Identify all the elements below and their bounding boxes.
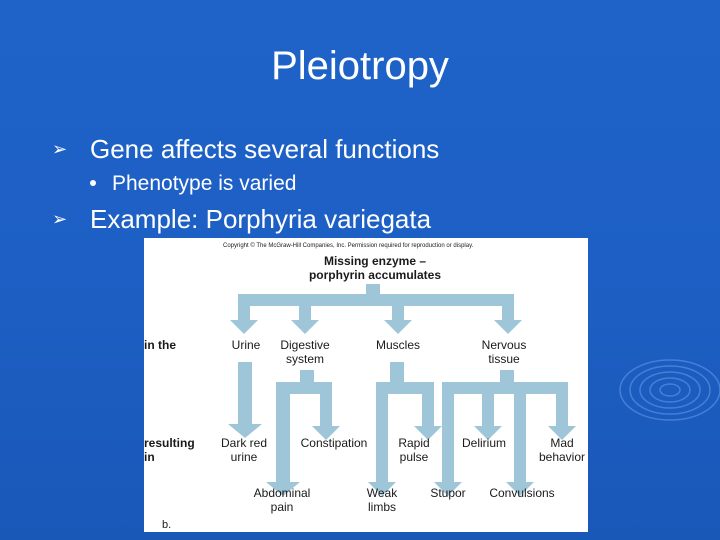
row-label-resulting: resulting (144, 436, 195, 450)
row-label-in-the: in the (144, 338, 176, 352)
effect-dark-red: Dark red (221, 436, 267, 450)
organ-system: system (286, 352, 324, 366)
bullet-text-2: Example: Porphyria variegata (90, 204, 432, 234)
swirl-decoration (619, 359, 720, 421)
effect-rapid: Rapid (398, 436, 429, 450)
organ-nervous: Nervous (482, 338, 527, 352)
sub-bullet-item: Phenotype is varied (90, 172, 296, 196)
panel-label: b. (162, 519, 171, 531)
effect-mad: Mad (550, 436, 573, 450)
effect-delirium: Delirium (462, 436, 506, 450)
effect-abdominal: Abdominal (254, 486, 311, 500)
organ-muscles: Muscles (376, 338, 420, 352)
effect-behavior: behavior (539, 450, 585, 464)
bullet-item-1: ➢ Gene affects several functions (52, 134, 439, 165)
arrow-bullet-icon: ➢ (52, 209, 68, 229)
arrow-bullet-icon: ➢ (52, 139, 68, 159)
slide-title: Pleiotropy (271, 44, 449, 88)
effect-urine: urine (231, 450, 258, 464)
pleiotropy-diagram: Copyright © The McGraw-Hill Companies, I… (144, 238, 588, 532)
organ-digestive: Digestive (280, 338, 330, 352)
effect-weak: Weak (367, 486, 398, 500)
effect-constipation: Constipation (301, 436, 368, 450)
top-label-line-1: Missing enzyme – (324, 254, 426, 268)
bullet-item-2: ➢ Example: Porphyria variegata (52, 204, 431, 235)
organ-urine: Urine (232, 338, 261, 352)
top-label-line-2: porphyrin accumulates (309, 268, 441, 282)
row-label-in: in (144, 450, 155, 464)
copyright-text: Copyright © The McGraw-Hill Companies, I… (223, 242, 474, 249)
effect-convulsions: Convulsions (489, 486, 554, 500)
dot-bullet-icon (90, 180, 96, 186)
effect-pain: pain (271, 500, 294, 514)
effect-pulse: pulse (400, 450, 429, 464)
organ-tissue: tissue (488, 352, 520, 366)
effect-limbs: limbs (368, 500, 396, 514)
sub-bullet-text: Phenotype is varied (112, 172, 297, 195)
bullet-text-1: Gene affects several functions (90, 134, 440, 164)
effect-stupor: Stupor (430, 486, 465, 500)
